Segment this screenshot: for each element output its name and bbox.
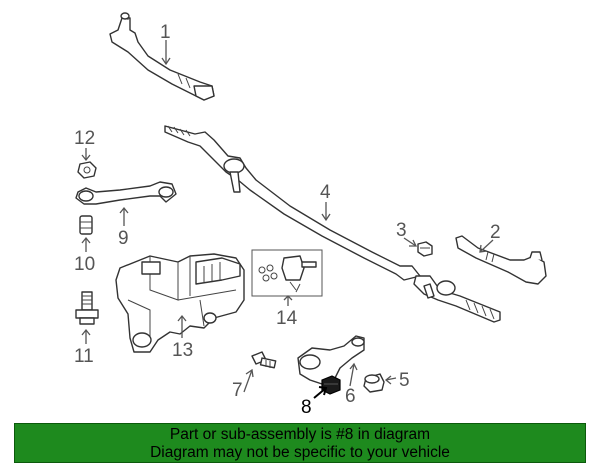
callout-labels: 1 2 3 4 5 6 7 8 9 10 11 12 13 14	[74, 22, 501, 418]
part-10-bushing[interactable]	[79, 215, 93, 235]
callout-11[interactable]: 11	[74, 346, 94, 367]
part-9-idler-arm[interactable]	[75, 181, 177, 205]
callout-12[interactable]: 12	[74, 128, 95, 149]
callout-6[interactable]: 6	[345, 386, 356, 407]
part-11-bolt[interactable]	[75, 291, 99, 325]
part-13-steering-gear[interactable]	[115, 253, 245, 353]
banner-line-2: Diagram may not be specific to your vehi…	[150, 444, 450, 461]
callout-3[interactable]: 3	[396, 220, 407, 241]
callout-8[interactable]: 8	[301, 397, 312, 418]
callout-13[interactable]: 13	[172, 340, 193, 361]
part-5-cap[interactable]	[363, 373, 385, 393]
callout-4[interactable]: 4	[320, 182, 331, 203]
part-7-bolt[interactable]	[251, 351, 277, 369]
notice-banner: Part or sub-assembly is #8 in diagram Di…	[14, 423, 586, 463]
part-tie-rod-sleeve[interactable]	[413, 275, 501, 323]
callout-10[interactable]: 10	[74, 254, 95, 275]
callout-14[interactable]: 14	[276, 308, 298, 329]
part-14-hardware-kit[interactable]	[251, 249, 323, 297]
part-12-nut[interactable]	[77, 161, 97, 179]
parts-diagram: 1 2 3 4 5 6 7 8 9 10 11 12 13 14	[74, 12, 547, 418]
part-1-tie-rod-end[interactable]	[109, 12, 215, 101]
part-2-tie-rod-end[interactable]	[455, 235, 547, 285]
callout-1[interactable]: 1	[160, 22, 171, 43]
callout-7[interactable]: 7	[232, 380, 243, 401]
banner-line-1: Part or sub-assembly is #8 in diagram	[169, 426, 431, 443]
leader-lines	[81, 40, 494, 399]
callout-9[interactable]: 9	[118, 228, 129, 249]
part-3-nut[interactable]	[417, 241, 433, 257]
callout-5[interactable]: 5	[399, 370, 410, 391]
part-6-pitman-arm[interactable]	[297, 335, 365, 385]
callout-2[interactable]: 2	[490, 222, 501, 243]
